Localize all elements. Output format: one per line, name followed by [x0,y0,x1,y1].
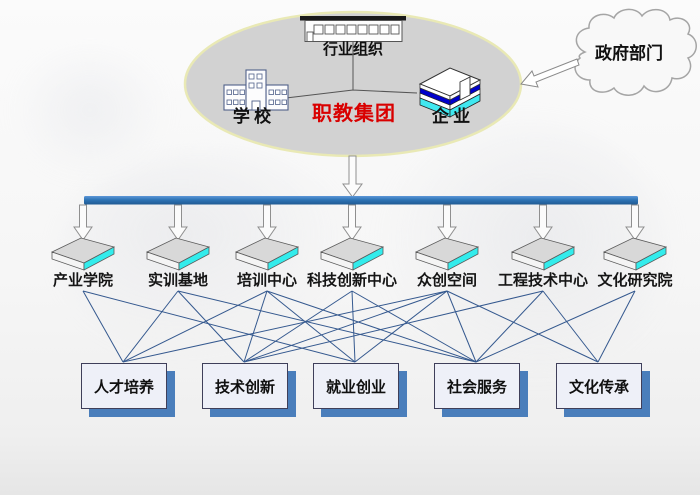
bar-arrow-icon [257,204,277,241]
bus-bar [84,196,638,205]
connector-line [597,290,636,363]
connector-line [243,290,353,363]
platform-disk-icon [319,237,385,271]
government-arrow-icon [520,58,580,88]
connector-line [351,290,356,363]
connector-line [243,290,448,363]
connector-line [243,290,268,363]
school-label: 学 校 [232,107,272,126]
connector-line [354,290,448,363]
industry-org-label: 行业组织 [322,42,384,58]
connector-line [351,290,477,363]
function-box-employment: 就业创业 [313,363,399,409]
platform-label-training-center: 培训中心 [236,273,298,289]
connector-line [542,290,599,363]
connector-line [82,290,124,363]
school-building-icon [223,69,289,111]
government-cloud [574,8,697,96]
function-box-innovation: 技术创新 [202,363,288,409]
bar-arrow-icon [73,204,93,241]
bar-arrow-icon [533,204,553,241]
function-box-label: 就业创业 [325,379,386,396]
platform-label-sci-tech-center: 科技创新中心 [306,273,398,289]
platform-disk-icon [50,237,116,271]
group-to-bus-arrow-icon [342,155,363,198]
function-box-label: 人才培养 [93,379,154,396]
connector-line [266,290,477,363]
connector-line [243,290,544,363]
connector-line [122,290,268,363]
platform-label-training-base: 实训基地 [147,273,209,289]
function-box-culture: 文化传承 [556,363,642,409]
connector-line [177,290,245,363]
bar-arrow-icon [437,204,457,241]
platform-label-engineering-center: 工程技术中心 [497,273,589,289]
connector-line [266,290,356,363]
platform-disk-icon [145,237,211,271]
connector-line [446,290,477,363]
group-title: 职教集团 [312,103,396,125]
connector-line [177,290,477,363]
connector-line [446,290,599,363]
function-box-label: 文化传承 [568,379,629,396]
platform-disk-icon [234,237,300,271]
member-connector-lines [285,42,418,99]
connector-line [122,290,179,363]
enterprise-building-icon [418,67,482,118]
connector-line [82,290,356,363]
platform-disk-icon [510,237,576,271]
function-box-social: 社会服务 [434,363,520,409]
connector-line [122,290,448,363]
factory-icon [300,16,406,42]
function-box-label: 社会服务 [446,379,507,396]
platform-disk-icon [602,237,668,271]
platform-label-culture-institute: 文化研究院 [597,273,673,289]
platform-disk-icon [414,237,480,271]
function-box-label: 技术创新 [214,379,275,396]
connector-line [475,290,636,363]
function-box-talent: 人才培养 [81,363,167,409]
bar-arrow-icon [342,204,362,241]
government-label: 政府部门 [595,44,663,63]
platform-label-maker-space: 众创空间 [416,273,478,289]
platform-label-industry-college: 产业学院 [52,273,114,289]
bar-arrow-icon [168,204,188,241]
enterprise-label: 企 业 [431,107,471,126]
connector-line [475,290,544,363]
bar-arrow-icon [625,204,645,241]
